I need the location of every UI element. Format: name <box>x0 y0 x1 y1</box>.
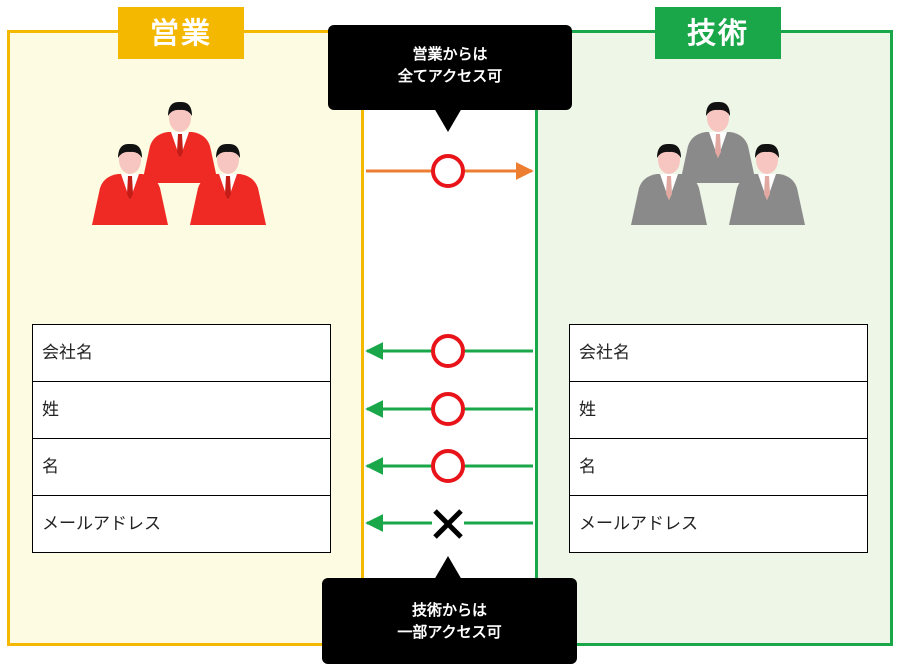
sales-field-lastname: 姓 <box>33 382 330 439</box>
sales-field-firstname: 名 <box>33 439 330 496</box>
top-callout-pointer <box>434 108 462 132</box>
tech-field-company: 会社名 <box>570 325 867 382</box>
email-access-cross-mark <box>432 508 464 539</box>
tech-people-icon <box>631 101 805 225</box>
sales-field-email: メールアドレス <box>33 496 330 553</box>
firstname-access-circle-mark <box>431 449 465 483</box>
bottom-callout-line2: 一部アクセス可 <box>397 623 502 641</box>
top-callout-line1: 営業からは <box>412 45 488 63</box>
bottom-callout: 技術からは 一部アクセス可 <box>322 578 577 664</box>
sales-to-tech-circle-mark <box>431 154 465 188</box>
top-callout-line2: 全てアクセス可 <box>397 67 503 85</box>
lastname-access-circle-mark <box>431 392 465 426</box>
tech-field-lastname: 姓 <box>570 382 867 439</box>
sales-field-table: 会社名 姓 名 メールアドレス <box>32 324 331 553</box>
tech-field-table: 会社名 姓 名 メールアドレス <box>569 324 868 553</box>
sales-title: 営業 <box>118 7 244 59</box>
bottom-callout-pointer <box>434 556 462 580</box>
tech-field-email: メールアドレス <box>570 496 867 553</box>
company-access-circle-mark <box>431 334 465 368</box>
sales-people-icon <box>92 101 266 225</box>
top-callout: 営業からは 全てアクセス可 <box>328 25 572 110</box>
tech-title: 技術 <box>655 7 781 59</box>
tech-field-firstname: 名 <box>570 439 867 496</box>
bottom-callout-line1: 技術からは <box>411 601 487 619</box>
sales-field-company: 会社名 <box>33 325 330 382</box>
